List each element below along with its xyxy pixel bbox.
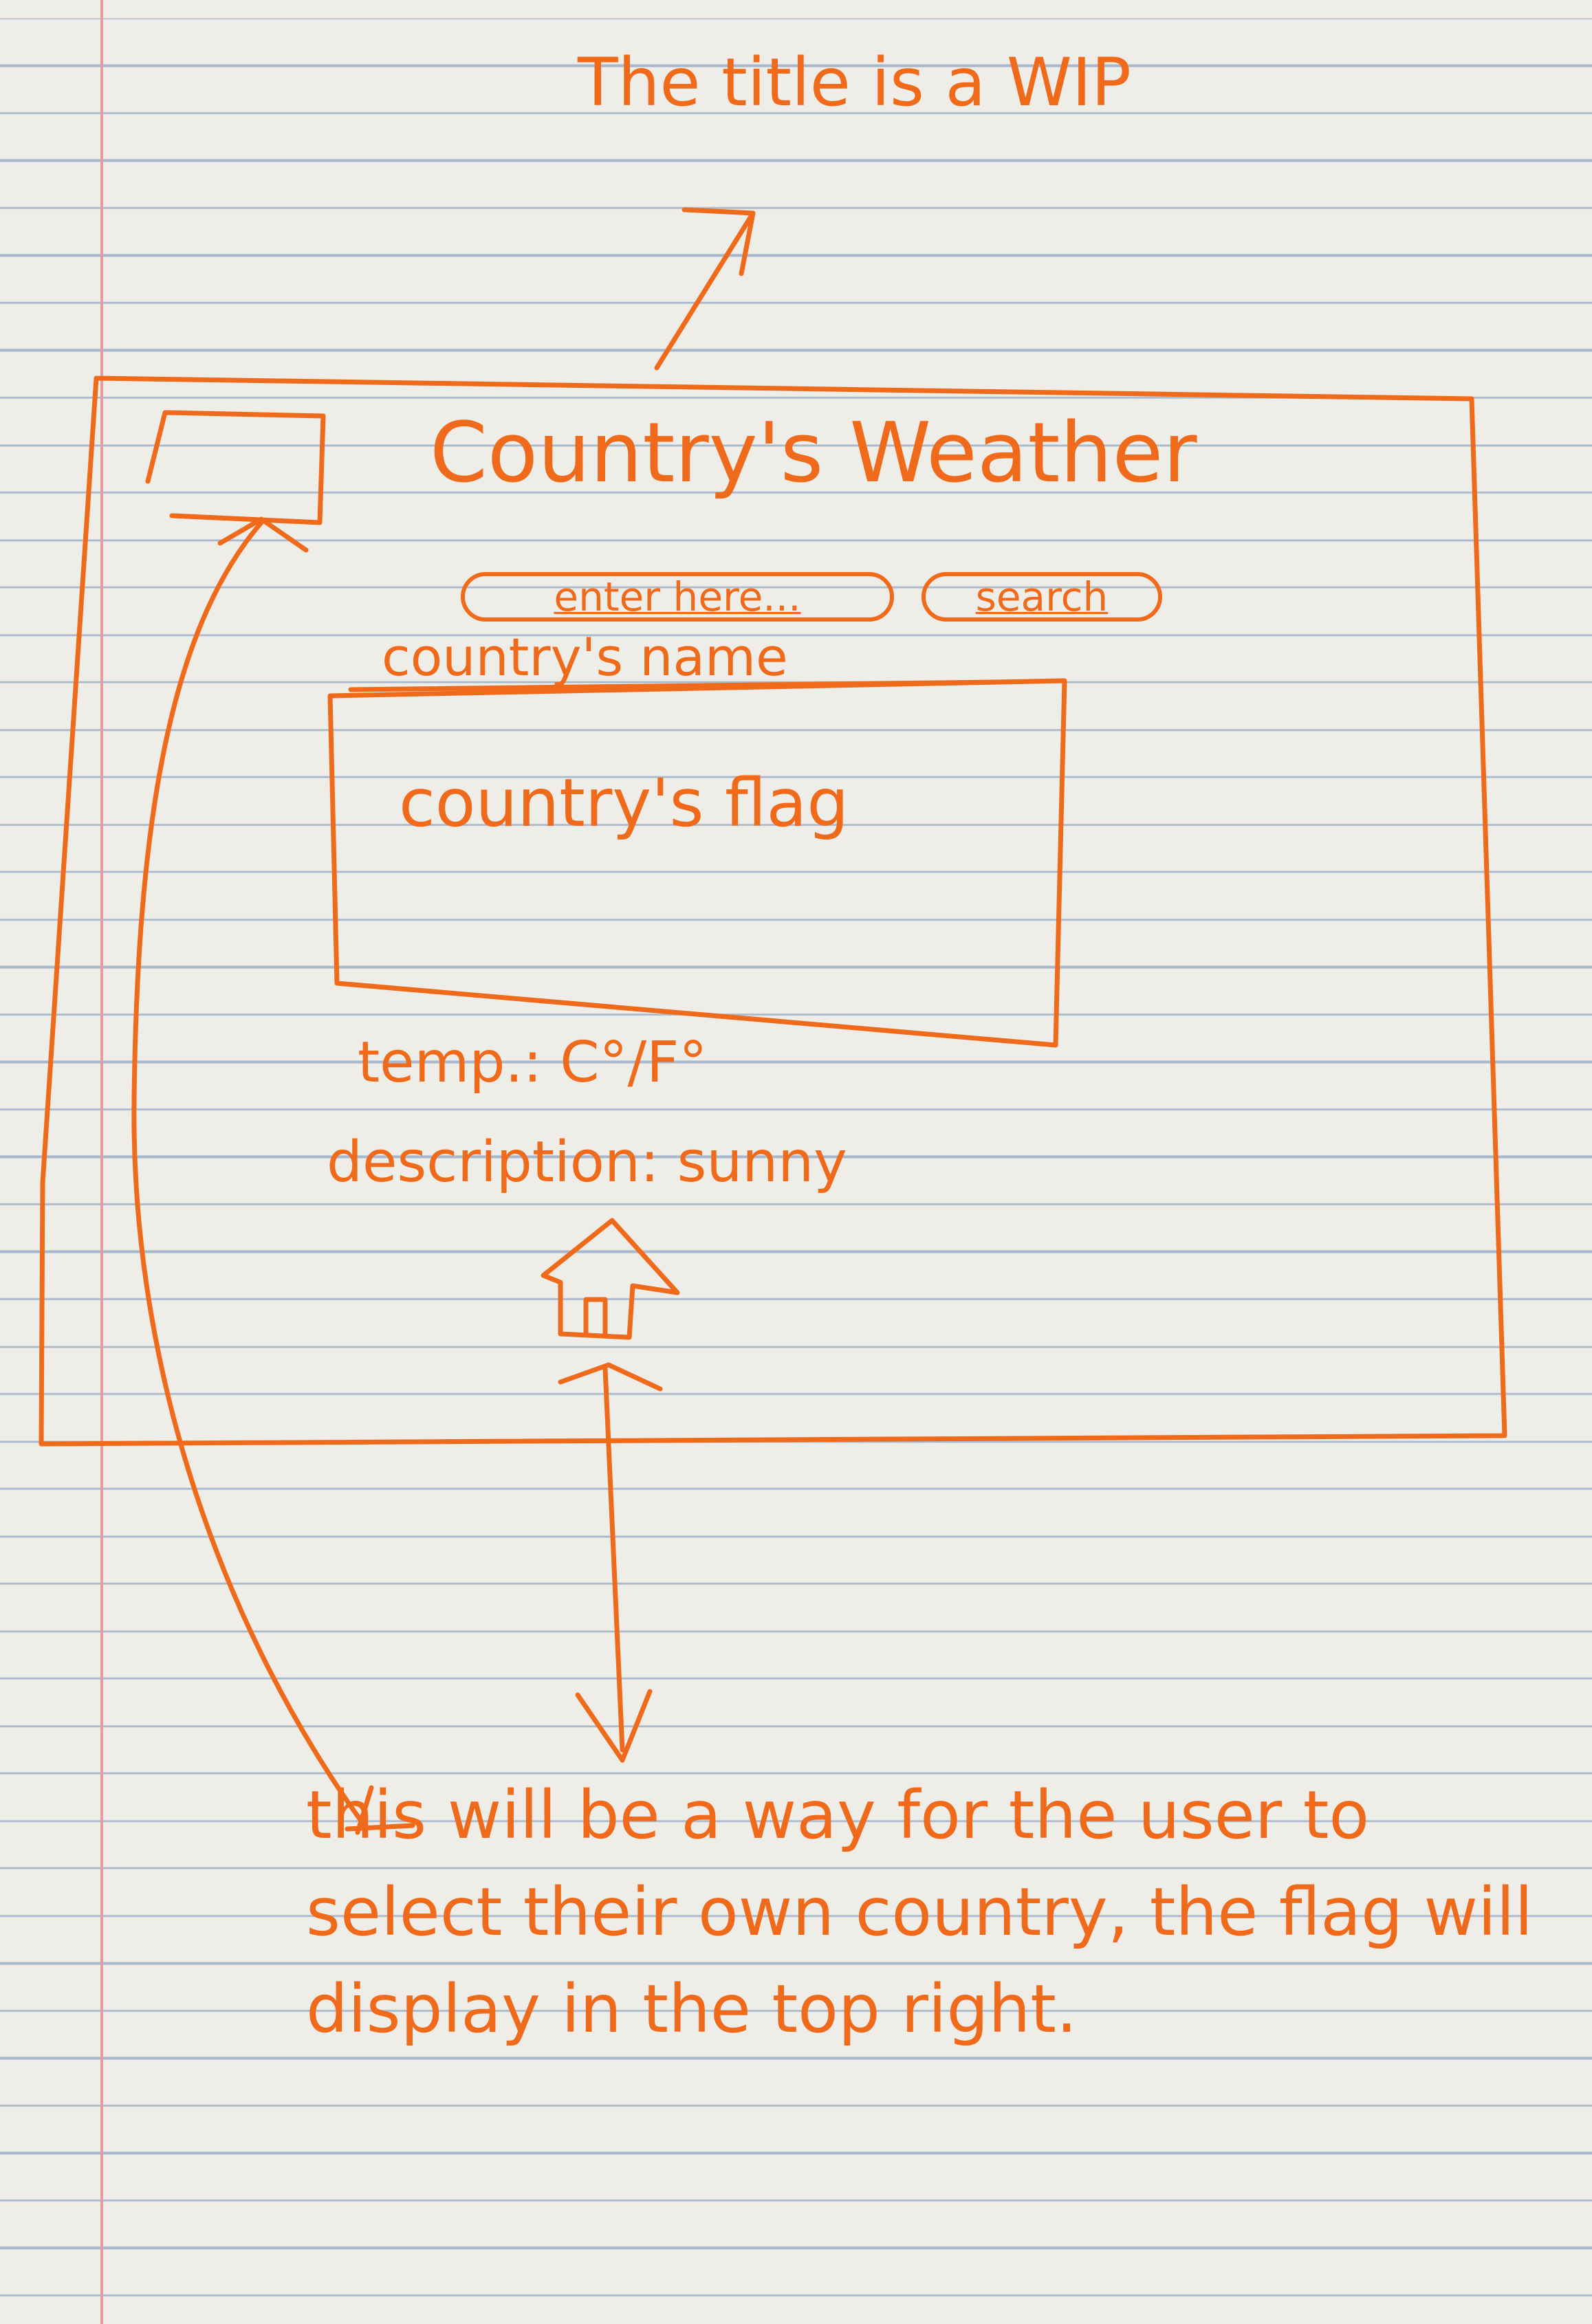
app-title: Country's Weather — [430, 406, 1197, 501]
home-note-arrowhead-bottom — [575, 1689, 653, 1763]
description-label: description: sunny — [327, 1130, 847, 1195]
country-name-label: country's name — [382, 626, 788, 688]
temperature-label: temp.: C°/F° — [358, 1030, 708, 1095]
notebook-margin-line — [100, 0, 103, 2324]
flag-box — [327, 678, 1067, 1048]
title-note-arrow — [654, 210, 756, 371]
title-note-arrowhead — [681, 207, 756, 276]
home-icon-drawing — [541, 1218, 680, 1340]
corner-flag-box — [145, 410, 326, 525]
corner-flag-arrowhead — [217, 516, 309, 553]
note-pointer — [345, 1785, 415, 1835]
search-button[interactable]: search — [922, 572, 1162, 622]
search-input[interactable]: enter here... — [461, 572, 894, 622]
home-note-arrowhead-top — [558, 1362, 663, 1392]
home-icon[interactable] — [547, 1217, 684, 1341]
app-frame — [39, 375, 1507, 1447]
flag-placeholder-label: country's flag — [399, 765, 849, 842]
top-note: The title is a WIP — [578, 44, 1131, 121]
corner-flag-arrow — [131, 520, 367, 1828]
home-note-arrow — [602, 1366, 625, 1753]
bottom-note: this will be a way for the user to selec… — [306, 1777, 1534, 2048]
